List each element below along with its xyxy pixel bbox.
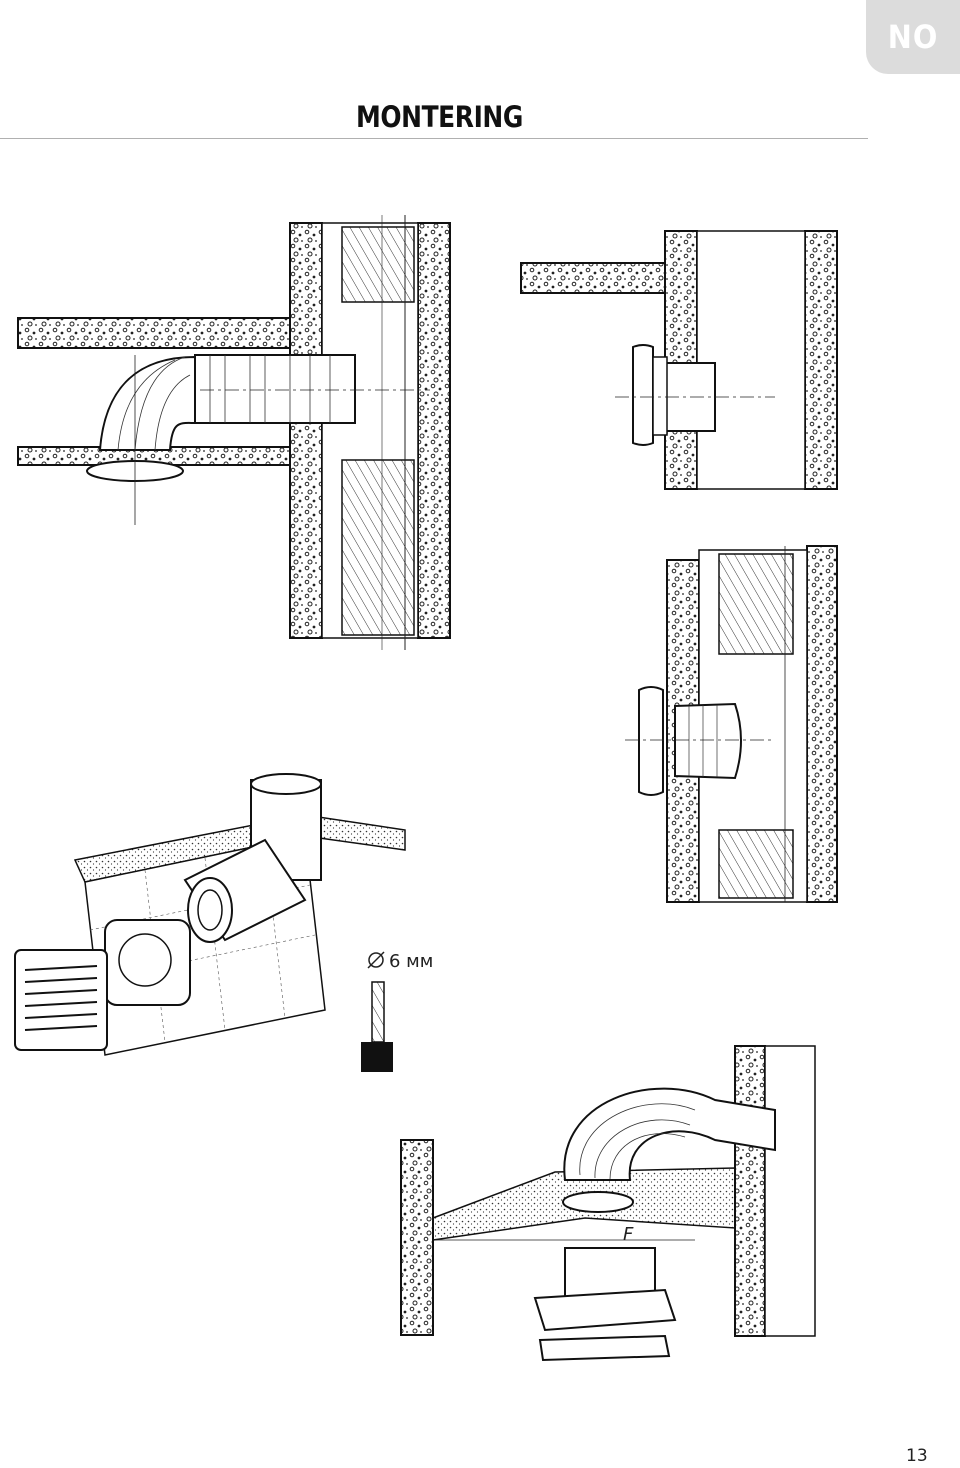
wall-right — [804, 230, 838, 490]
screw — [371, 981, 385, 1043]
language-tab: NO — [866, 0, 960, 74]
wall-right — [806, 545, 838, 903]
figure-ceiling-duct — [17, 215, 451, 650]
ceiling-slab-upper — [17, 317, 294, 349]
shaft — [764, 1045, 816, 1337]
flex-duct — [563, 1087, 776, 1181]
page-number: 13 — [906, 1446, 928, 1466]
fan-plate — [533, 1288, 677, 1332]
duct-collar — [562, 1191, 634, 1213]
screw-diameter-label: 6 мм — [389, 951, 433, 972]
figure-wall-shaft — [625, 545, 838, 903]
figure-wall-through — [520, 230, 838, 490]
shaft-upper-hatch — [718, 553, 794, 655]
shaft-lower-hatch — [718, 829, 794, 899]
fan-body — [674, 702, 742, 780]
title-divider — [0, 138, 868, 139]
fan-housing — [564, 1247, 656, 1299]
shaft-upper-hatch — [341, 226, 415, 303]
figure-ceiling-flex: F — [400, 1045, 816, 1362]
horizontal-duct — [194, 354, 356, 424]
fan-motor — [104, 919, 191, 1006]
fan-cover — [638, 686, 664, 796]
ceiling-slab — [520, 262, 672, 294]
wall-left — [400, 1139, 434, 1336]
wall-left — [664, 230, 698, 490]
wall-fan — [632, 344, 654, 446]
wall-right — [734, 1045, 766, 1337]
wall-plug — [361, 1042, 393, 1072]
page-title: MONTERING — [356, 100, 523, 134]
elbow-duct — [98, 355, 196, 451]
fan-cover — [538, 1334, 671, 1362]
diameter-symbol — [368, 952, 384, 968]
wall-right — [417, 222, 451, 639]
fig-label-f: F — [623, 1224, 634, 1245]
wall-left — [289, 222, 323, 639]
shaft — [696, 230, 806, 490]
figure-perspective-install: 6 мм — [14, 773, 433, 1072]
fan-grille — [14, 949, 108, 1051]
shaft-lower-hatch — [341, 459, 415, 636]
